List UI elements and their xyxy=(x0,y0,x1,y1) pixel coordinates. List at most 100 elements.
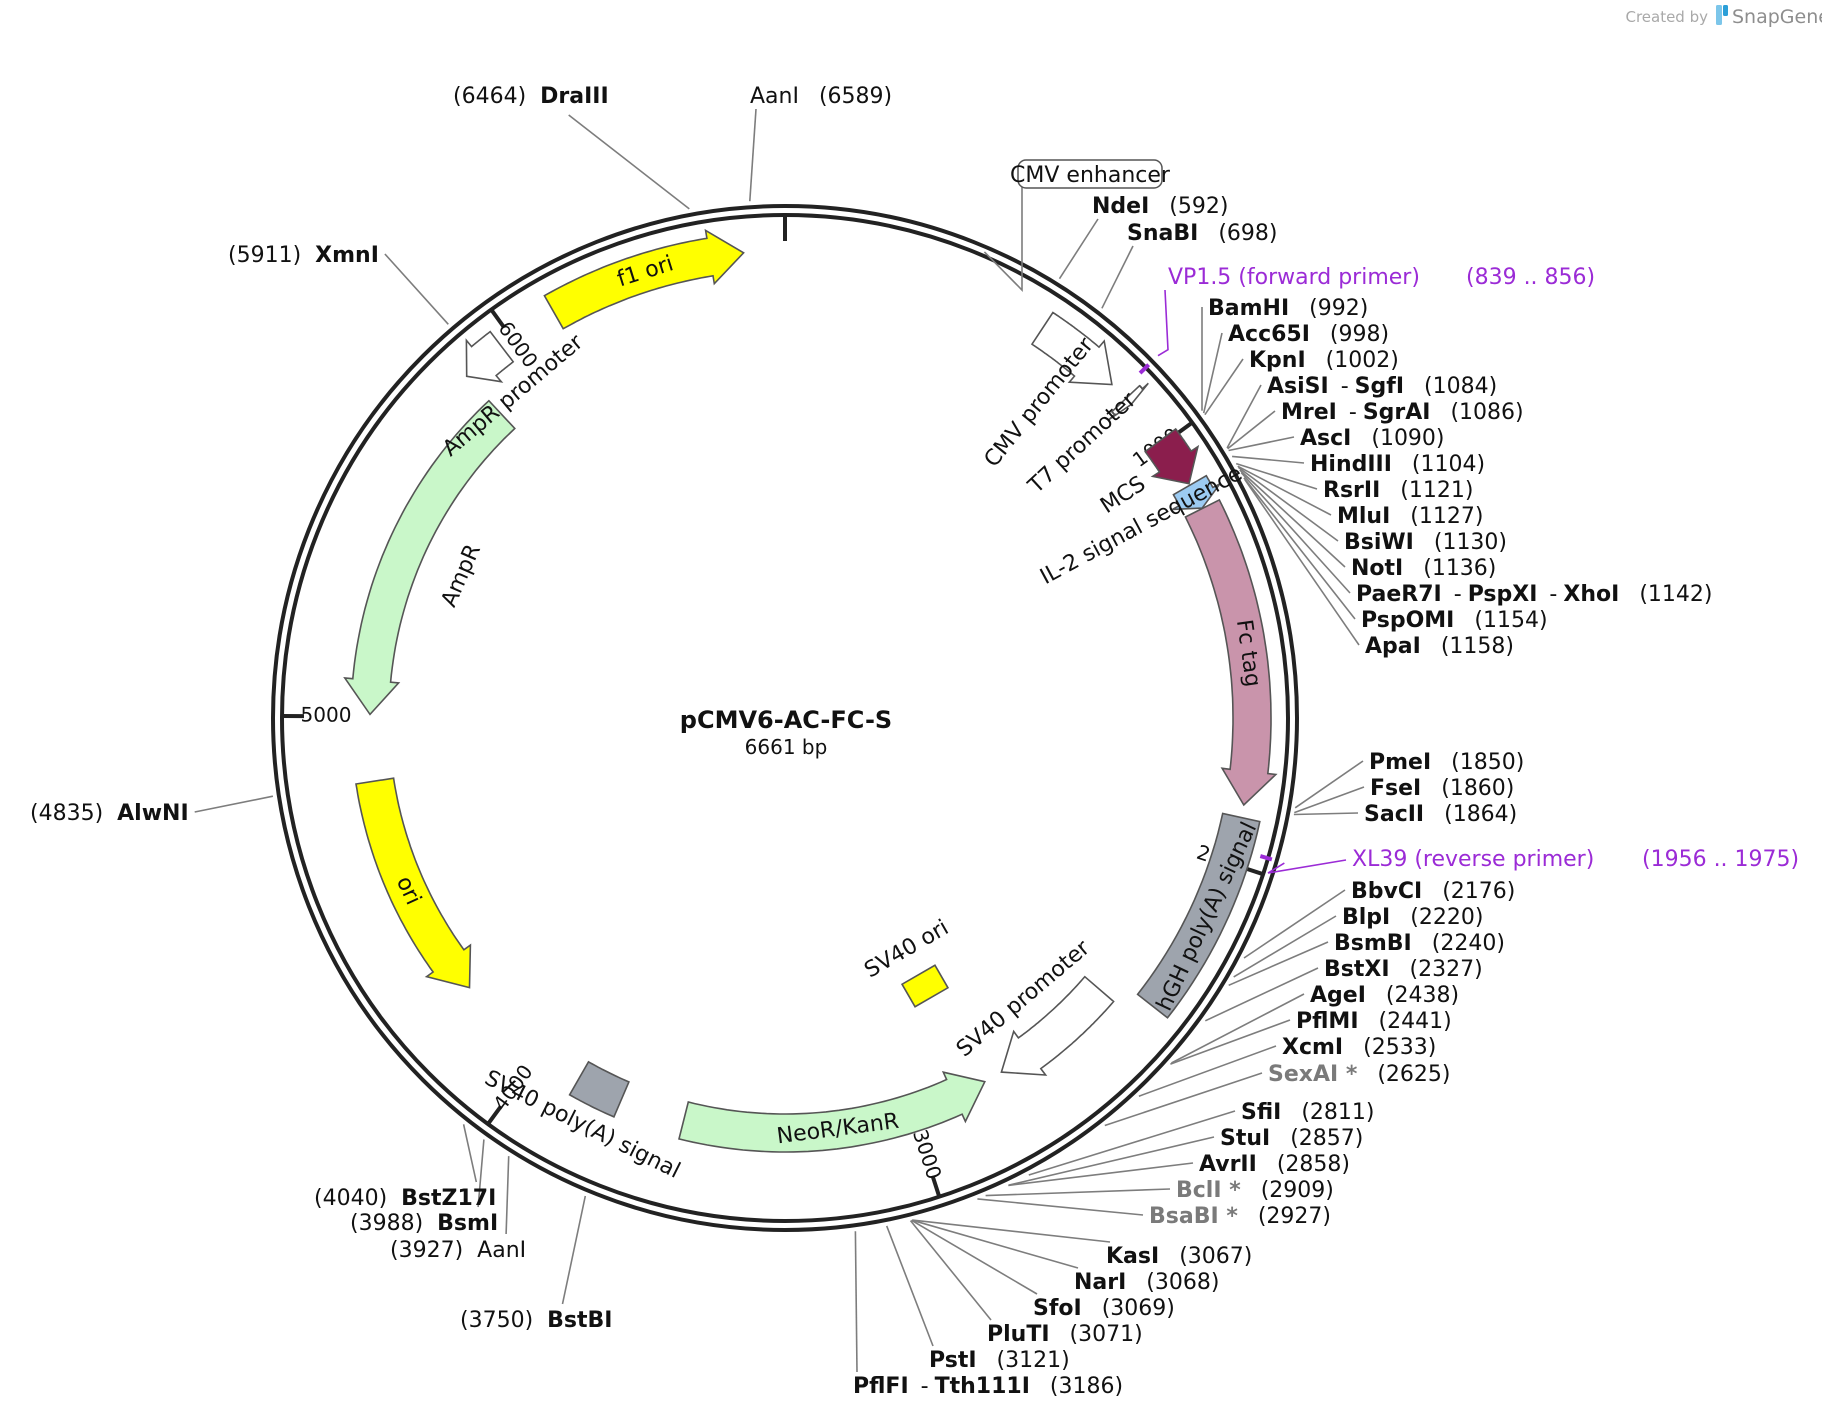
site-leader xyxy=(505,1156,510,1235)
feature-ori xyxy=(355,777,472,989)
primer-vp1-5-forward-primer: VP1.5 (forward primer)(839 .. 856) xyxy=(1138,265,1595,375)
feature-sv40-poly-a-signal xyxy=(568,1060,630,1118)
site-name: BsmI xyxy=(437,1211,498,1236)
site-label: BbvCI(2176) xyxy=(1351,879,1515,904)
site-position: (1130) xyxy=(1434,530,1507,555)
site-fsei: FseI(1860) xyxy=(1370,776,1514,801)
site-position: (1127) xyxy=(1410,504,1483,529)
site-leader xyxy=(477,1139,485,1208)
site-position: (3186) xyxy=(1050,1374,1123,1399)
site-position: (3069) xyxy=(1102,1296,1175,1321)
site-label: SfoI (3069) xyxy=(1033,1296,1175,1321)
site-name: SnaBI xyxy=(1127,221,1198,246)
site-leader xyxy=(977,1198,1144,1216)
site-agei: AgeI(2438) xyxy=(1310,983,1459,1008)
site-label: Acc65I(998) xyxy=(1228,322,1389,347)
site-aani: AanI(6589) xyxy=(750,84,892,109)
primer-name: XL39 (reverse primer) xyxy=(1352,847,1594,872)
site-stui: StuI(2857) xyxy=(1220,1126,1363,1151)
site-label: HindIII(1104) xyxy=(1310,452,1485,477)
site-label: PflMI(2441) xyxy=(1296,1009,1452,1034)
site-acc65i: Acc65I(998) xyxy=(1228,322,1389,347)
site-leader xyxy=(1235,462,1318,490)
site-label: StuI(2857) xyxy=(1220,1126,1363,1151)
site-leader xyxy=(194,795,274,813)
site-leader xyxy=(1058,218,1099,280)
site-position: (1104) xyxy=(1412,452,1485,477)
feature-label-ampr: AmpR xyxy=(437,541,486,611)
site-name: BbvCI xyxy=(1351,879,1422,904)
site-position: (6589) xyxy=(819,84,892,109)
site-bstxi: BstXI(2327) xyxy=(1324,957,1483,982)
site-name: BstXI xyxy=(1324,957,1390,982)
site-leader xyxy=(909,1220,992,1321)
site-leader xyxy=(985,1188,1171,1197)
plasmid-length: 6661 bp xyxy=(745,735,828,759)
site-position: (3927) xyxy=(390,1238,463,1263)
site-leader xyxy=(1138,1045,1277,1097)
plasmid-title: pCMV6-AC-FC-S 6661 bp xyxy=(680,706,892,759)
site-name: XmnI xyxy=(315,243,379,268)
site-leader xyxy=(1008,1136,1215,1186)
cmv-enhancer-label: CMV enhancer xyxy=(1010,163,1171,188)
site-label: PstI(3121) xyxy=(929,1348,1070,1373)
site-label: PmeI(1850) xyxy=(1369,750,1524,775)
site-name: BclI * xyxy=(1176,1178,1241,1203)
site-name: PflMI xyxy=(1296,1009,1359,1034)
site-kpni: KpnI(1002) xyxy=(1249,348,1399,373)
site-position: (1086) xyxy=(1450,400,1523,425)
site-name: FseI xyxy=(1370,776,1421,801)
site-leader xyxy=(1170,1019,1291,1065)
site-label: ApaI (1158) xyxy=(1365,634,1514,659)
site-leader xyxy=(1104,1072,1263,1127)
site-name: DraIII xyxy=(540,84,609,109)
site-name: Acc65I xyxy=(1228,322,1310,347)
scale-tick xyxy=(486,1105,503,1126)
feature-cmv-promoter xyxy=(1030,311,1113,386)
site-name: AanI xyxy=(477,1238,526,1263)
site-leader xyxy=(1239,469,1346,568)
primer-leader xyxy=(1267,859,1347,874)
site-separator: - xyxy=(1341,374,1349,399)
feature-sv40-promoter xyxy=(1000,975,1115,1076)
site-name: ApaI xyxy=(1365,634,1421,659)
feature-fc-tag xyxy=(1184,498,1278,807)
site-position: (1158) xyxy=(1441,634,1514,659)
site-bsiwi: BsiWI(1130) xyxy=(1344,530,1507,555)
primer-name: VP1.5 (forward primer) xyxy=(1168,265,1420,290)
site-position: (1090) xyxy=(1371,426,1444,451)
site-blpi: BlpI(2220) xyxy=(1342,905,1483,930)
site-name: PaeR7I xyxy=(1356,582,1442,607)
site-label: (3927) AanI xyxy=(390,1238,526,1263)
site-position: (1002) xyxy=(1326,348,1399,373)
site-position: (2927) xyxy=(1258,1204,1331,1229)
site-name: SfiI xyxy=(1241,1100,1281,1125)
site-name: BstBI xyxy=(547,1308,612,1333)
site-name: BlpI xyxy=(1342,905,1390,930)
site-pspomi: PspOMI(1154) xyxy=(1361,608,1548,633)
site-bbvci: BbvCI(2176) xyxy=(1351,879,1515,904)
site-leader xyxy=(1237,465,1332,516)
feature-f1-ori xyxy=(543,228,745,330)
site-name: Tth111I xyxy=(935,1374,1030,1399)
site-label: RsrII(1121) xyxy=(1323,478,1473,503)
site-label: PaeR7I-PspXI-XhoI(1142) xyxy=(1356,582,1712,607)
site-position: (1084) xyxy=(1424,374,1497,399)
site-sfii: SfiI(2811) xyxy=(1241,1100,1375,1125)
site-name: SfoI xyxy=(1033,1296,1082,1321)
site-leader xyxy=(1244,479,1360,646)
site-leader xyxy=(1243,889,1346,959)
scale-tick-label: 5000 xyxy=(301,703,352,727)
feature-il-2-signal-sequence xyxy=(1172,474,1221,511)
site-label: PspOMI(1154) xyxy=(1361,608,1548,633)
site-label: SfiI(2811) xyxy=(1241,1100,1375,1125)
site-name: AsiSI xyxy=(1267,374,1329,399)
site-name: PmeI xyxy=(1369,750,1431,775)
site-separator: - xyxy=(1349,400,1357,425)
site-xcmi: XcmI(2533) xyxy=(1282,1035,1436,1060)
site-position: (6464) xyxy=(453,84,526,109)
site-leader xyxy=(1243,477,1356,620)
site-separator: - xyxy=(1549,582,1557,607)
site-leader xyxy=(1294,760,1364,809)
